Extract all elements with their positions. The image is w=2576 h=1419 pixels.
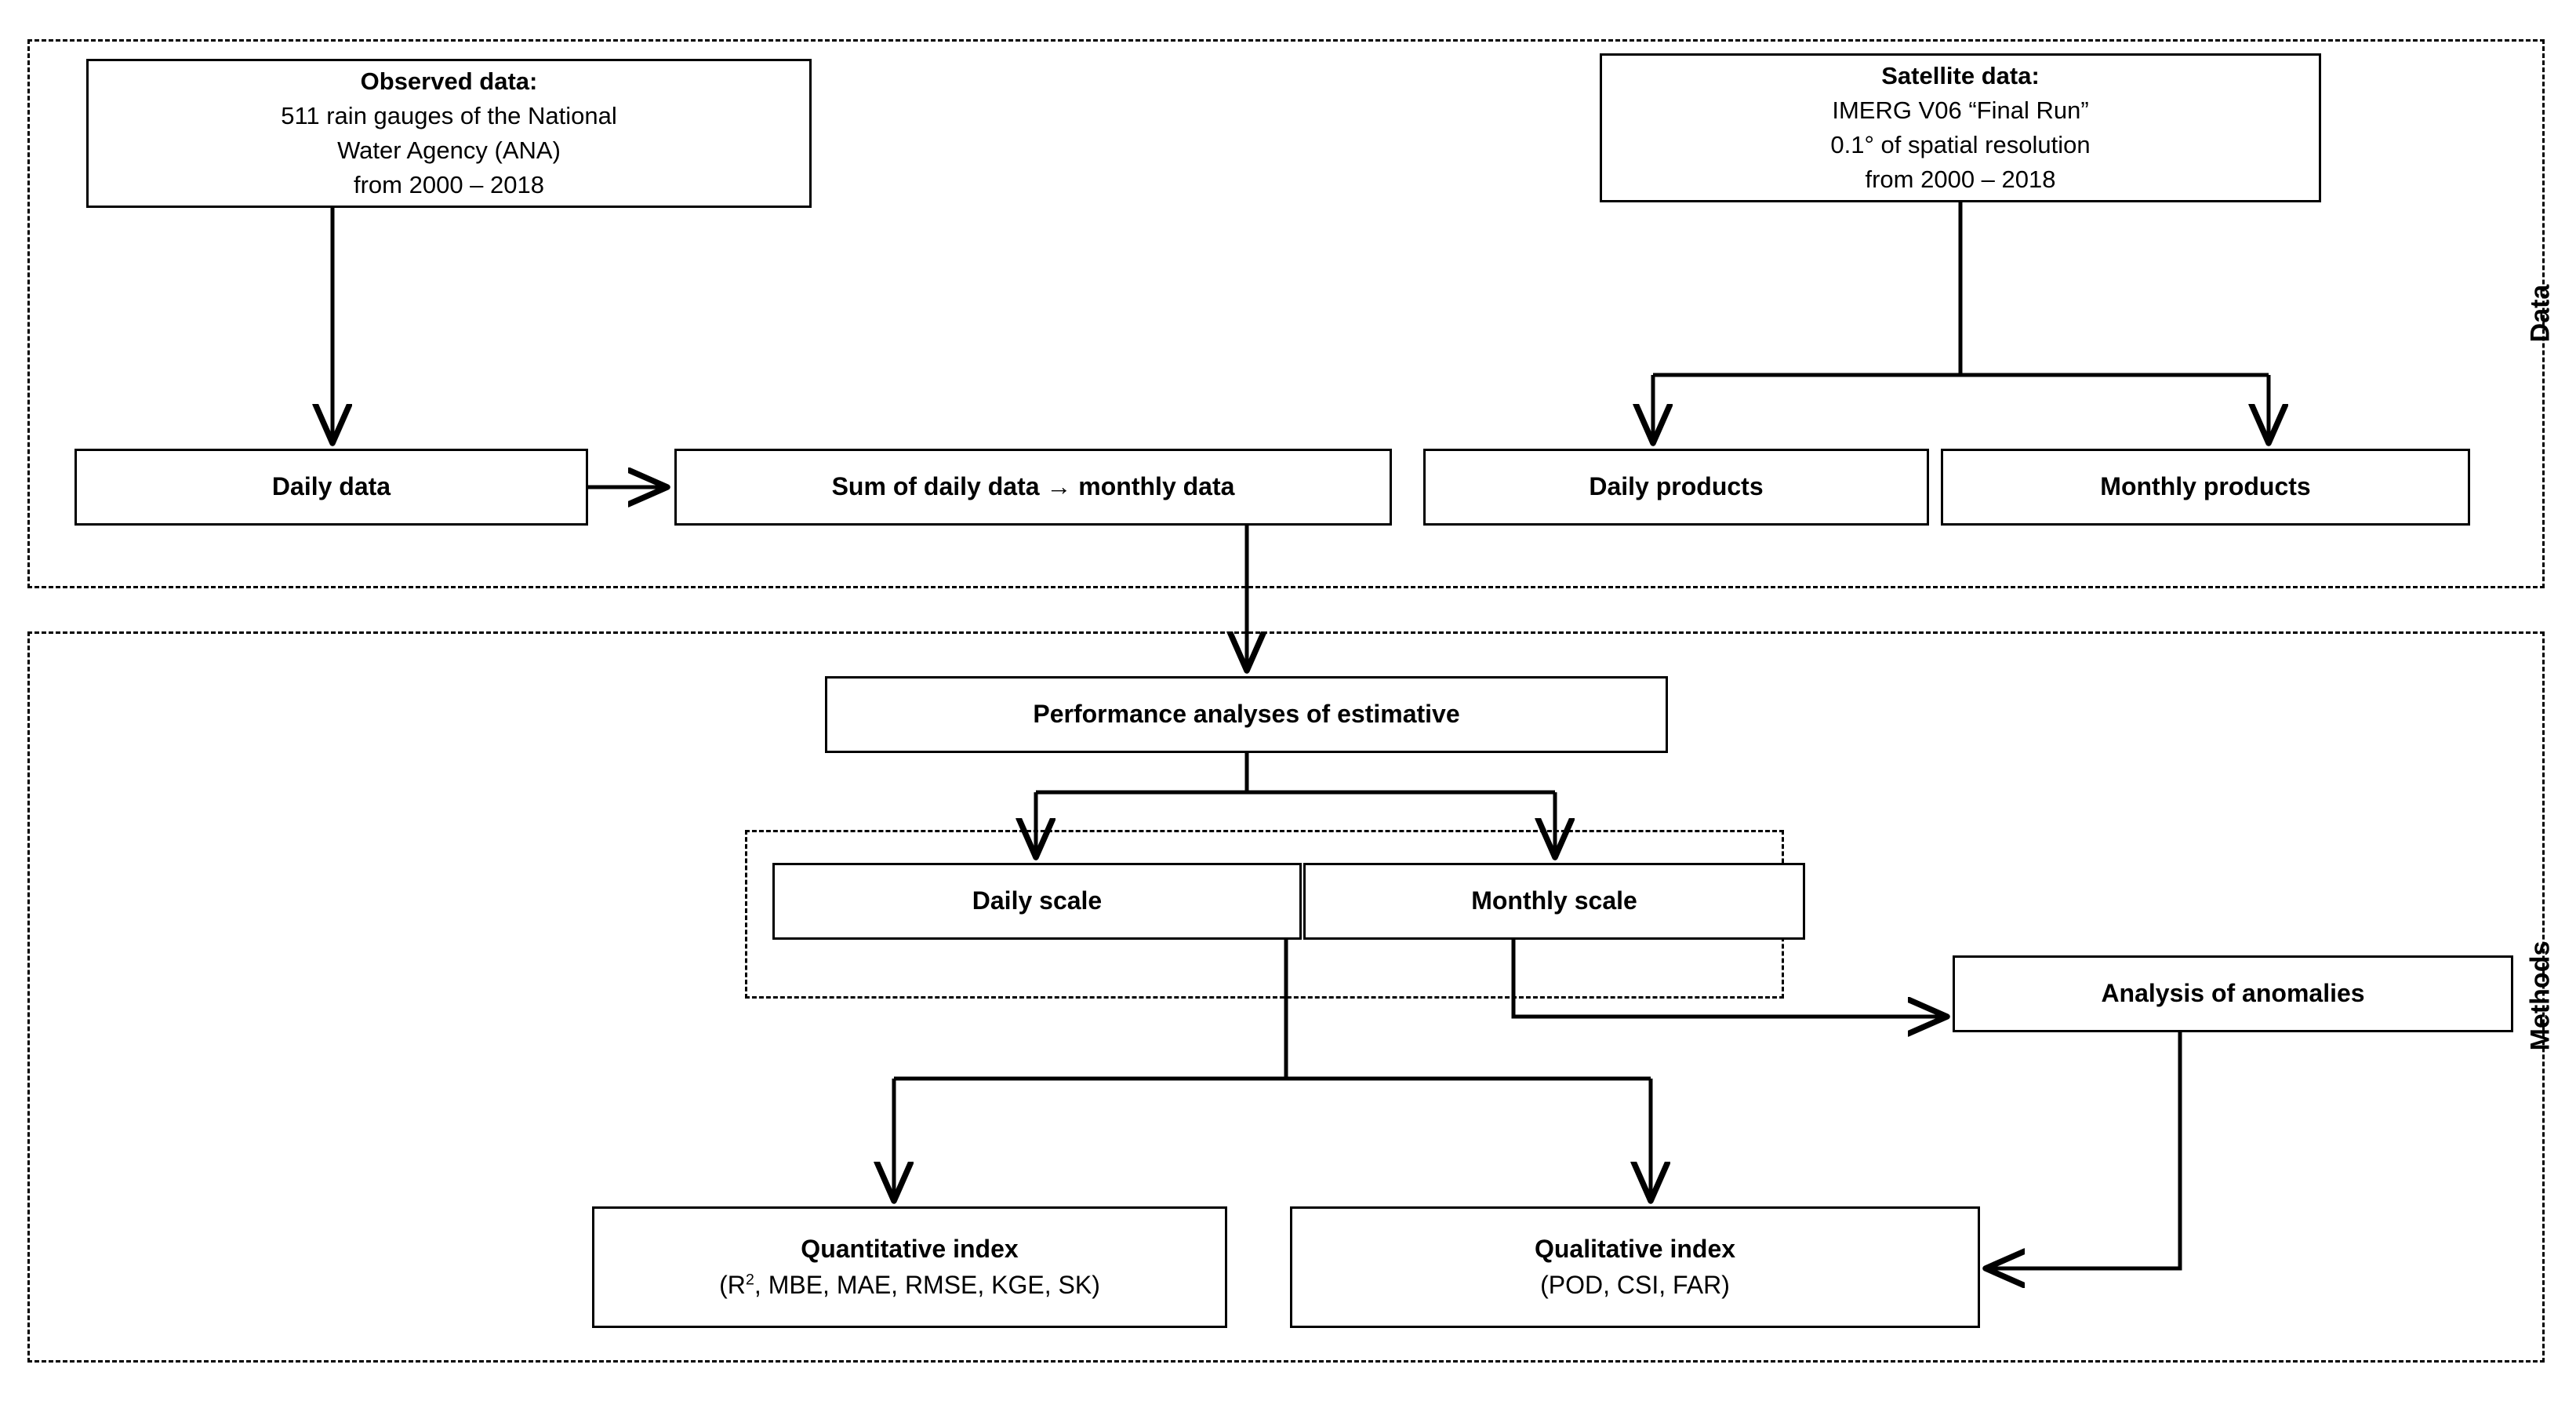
satellite-data-title: Satellite data: xyxy=(1881,61,2040,89)
observed-data-line-1: 511 rain gauges of the National xyxy=(281,101,617,129)
node-observed-data[interactable]: Observed data: 511 rain gauges of the Na… xyxy=(86,59,812,208)
node-qualitative-index[interactable]: Qualitative index (POD, CSI, FAR) xyxy=(1290,1206,1980,1328)
observed-data-title: Observed data: xyxy=(360,67,538,95)
node-daily-products[interactable]: Daily products xyxy=(1423,449,1929,526)
node-monthly-products[interactable]: Monthly products xyxy=(1941,449,2470,526)
node-quantitative-index[interactable]: Quantitative index (R2, MBE, MAE, RMSE, … xyxy=(592,1206,1227,1328)
quant-paren-open: (R xyxy=(719,1270,746,1299)
quantitative-index-label: Quantitative index xyxy=(801,1235,1019,1264)
quant-metric-list: , MBE, MAE, RMSE, KGE, SK) xyxy=(754,1270,1100,1299)
sum-of-daily-data-label: Sum of daily data → monthly data xyxy=(831,472,1235,501)
section-methods xyxy=(27,631,2545,1363)
node-monthly-scale[interactable]: Monthly scale xyxy=(1303,863,1805,940)
satellite-data-line-3: from 2000 – 2018 xyxy=(1865,166,2056,194)
daily-scale-label: Daily scale xyxy=(972,886,1103,915)
qualitative-index-metrics: (POD, CSI, FAR) xyxy=(1540,1270,1730,1299)
analysis-of-anomalies-label: Analysis of anomalies xyxy=(2101,979,2365,1008)
satellite-data-line-2: 0.1° of spatial resolution xyxy=(1830,131,2091,158)
daily-data-label: Daily data xyxy=(271,472,391,501)
node-analysis-of-anomalies[interactable]: Analysis of anomalies xyxy=(1953,955,2513,1032)
quantitative-index-metrics: (R2, MBE, MAE, RMSE, KGE, SK) xyxy=(719,1268,1100,1303)
quant-superscript: 2 xyxy=(745,1270,754,1288)
node-daily-data[interactable]: Daily data xyxy=(74,449,588,526)
satellite-data-line-1: IMERG V06 “Final Run” xyxy=(1832,96,2089,124)
node-sum-of-daily-data[interactable]: Sum of daily data → monthly data xyxy=(674,449,1392,526)
section-data xyxy=(27,39,2545,588)
node-daily-scale[interactable]: Daily scale xyxy=(772,863,1302,940)
monthly-products-label: Monthly products xyxy=(2100,472,2311,501)
observed-data-line-3: from 2000 – 2018 xyxy=(353,171,544,199)
node-performance-analyses[interactable]: Performance analyses of estimative xyxy=(825,676,1668,753)
performance-analyses-label: Performance analyses of estimative xyxy=(1033,700,1460,729)
daily-products-label: Daily products xyxy=(1589,472,1764,501)
section-label-data: Data xyxy=(2525,284,2556,343)
monthly-scale-label: Monthly scale xyxy=(1471,886,1637,915)
node-satellite-data[interactable]: Satellite data: IMERG V06 “Final Run” 0.… xyxy=(1600,53,2321,202)
qualitative-index-label: Qualitative index xyxy=(1534,1235,1736,1264)
section-label-methods: Methods xyxy=(2525,941,2556,1051)
observed-data-line-2: Water Agency (ANA) xyxy=(337,136,561,164)
